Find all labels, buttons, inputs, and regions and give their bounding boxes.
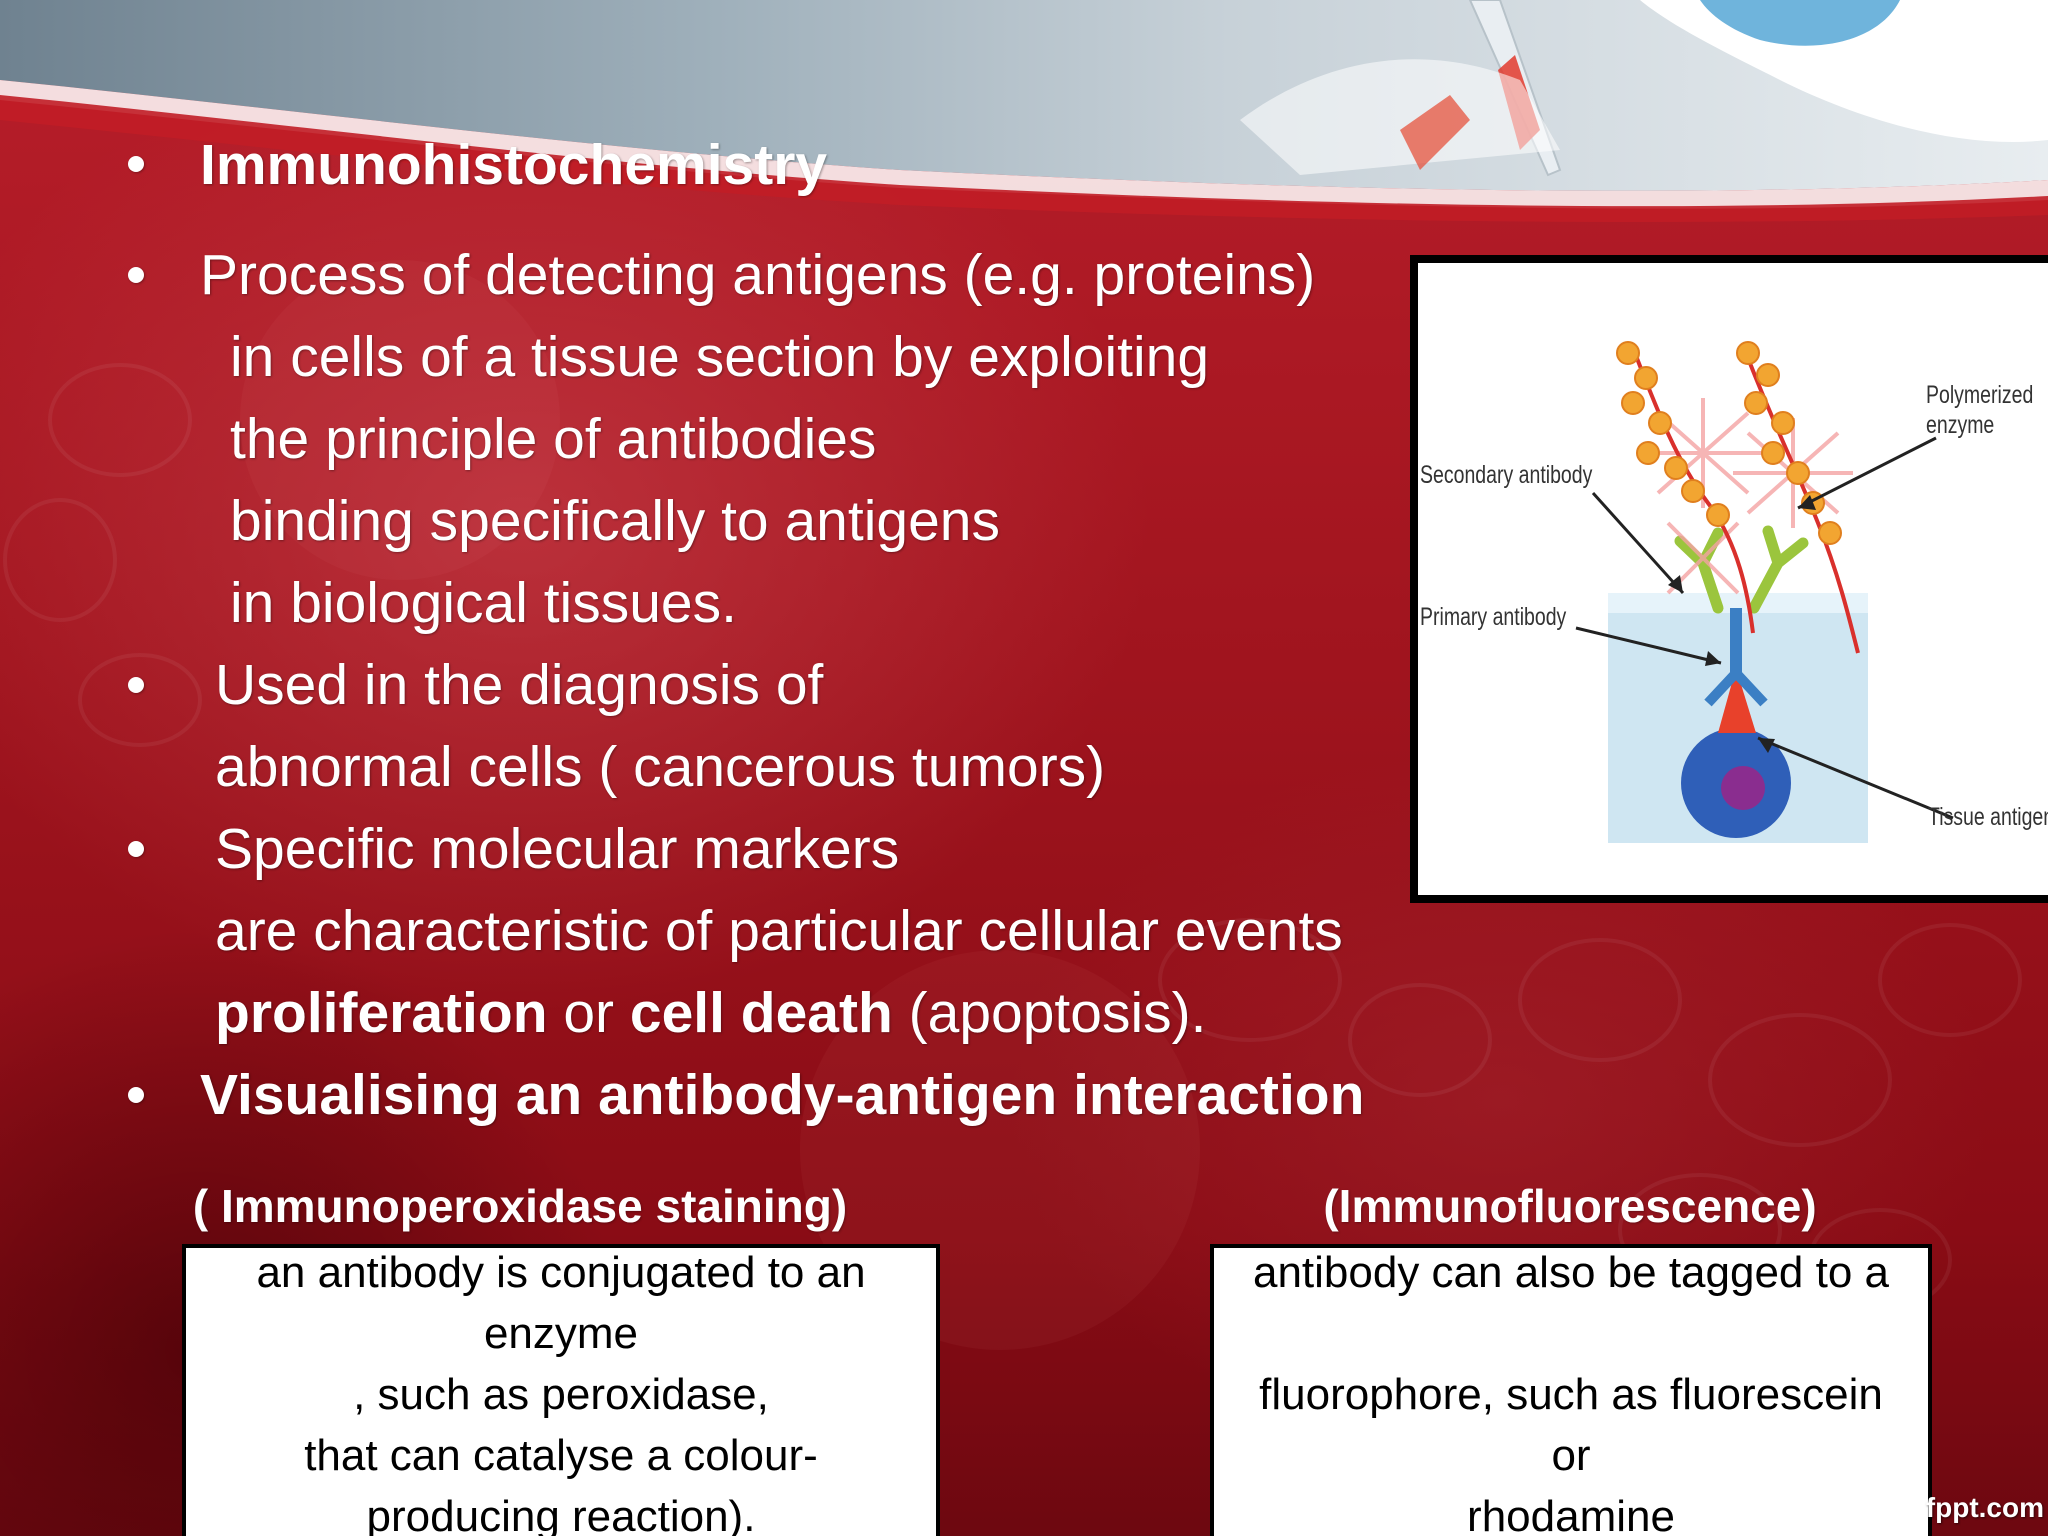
box-line: fluorophore, such as fluorescein bbox=[1259, 1370, 1883, 1419]
connector-text: or bbox=[547, 981, 630, 1045]
bullet-line: Specific molecular markers bbox=[215, 817, 900, 881]
bullet-dot bbox=[128, 267, 144, 283]
label-tissue-antigen: Tissue antigen bbox=[1928, 803, 2048, 831]
label-primary-antibody: Primary antibody bbox=[1420, 603, 1567, 631]
bullet-line: in biological tissues. bbox=[230, 571, 737, 635]
leader-primary bbox=[1575, 626, 1722, 665]
ihc-diagram-illustration bbox=[1575, 341, 1954, 843]
immunoperoxidase-title: ( Immunoperoxidase staining) bbox=[192, 1180, 848, 1232]
label-enzyme: enzyme bbox=[1926, 411, 1995, 439]
header-lab-photo bbox=[0, 0, 2048, 223]
slide-title: Immunohistochemistry bbox=[200, 133, 828, 197]
bullet-heading: Visualising an antibody-antigen interact… bbox=[200, 1063, 1365, 1127]
box-line: enzyme bbox=[483, 1309, 639, 1358]
bullet-dot bbox=[128, 1087, 144, 1103]
label-polymerized: Polymerized bbox=[1926, 381, 2034, 409]
box-line: that can catalyse a colour- bbox=[304, 1431, 818, 1480]
box-line: , such as peroxidase, bbox=[353, 1370, 769, 1419]
term-cell-death: cell death bbox=[629, 981, 893, 1045]
bullet-line: binding specifically to antigens bbox=[230, 489, 1000, 553]
box-line: producing reaction). bbox=[366, 1492, 756, 1536]
bullet-dot bbox=[128, 841, 144, 857]
ihc-diagram: Polymerized enzyme Secondary antibody Pr… bbox=[1418, 263, 2048, 895]
immunofluorescence-box: antibody can also be tagged to a fluorop… bbox=[1210, 1244, 1932, 1536]
secondary-antibody bbox=[1748, 525, 1809, 614]
leader-tissue bbox=[1757, 736, 1954, 820]
bullet-line: Process of detecting antigens (e.g. prot… bbox=[200, 243, 1316, 307]
term-proliferation: proliferation bbox=[215, 981, 548, 1045]
bullet-line: the principle of antibodies bbox=[230, 407, 877, 471]
leader-secondary bbox=[1591, 491, 1685, 595]
box-line-blank bbox=[1214, 1303, 1928, 1364]
box-line: an antibody is conjugated to an bbox=[256, 1248, 866, 1297]
immunofluorescence-title: (Immunofluorescence) bbox=[1323, 1180, 1817, 1232]
box-line: or bbox=[1551, 1431, 1591, 1480]
primary-antibody bbox=[1704, 669, 1768, 707]
label-secondary-antibody: Secondary antibody bbox=[1420, 461, 1593, 489]
polymer-strand bbox=[1746, 357, 1860, 654]
apoptosis-text: (apoptosis). bbox=[892, 981, 1207, 1045]
bullet-line: in cells of a tissue section by exploiti… bbox=[230, 325, 1210, 389]
bullet-line: are characteristic of particular cellula… bbox=[215, 899, 1343, 963]
bullet-dot bbox=[128, 677, 144, 693]
polymer-strand bbox=[1631, 347, 1755, 634]
immunoperoxidase-box: an antibody is conjugated to an enzyme ,… bbox=[182, 1244, 940, 1536]
box-line: rhodamine bbox=[1467, 1492, 1675, 1536]
ihc-diagram-figure: Polymerized enzyme Secondary antibody Pr… bbox=[1410, 255, 2048, 903]
polymerized-enzyme-beads bbox=[1616, 341, 1842, 545]
bullet-dot bbox=[128, 156, 144, 172]
antigen-epitope bbox=[1718, 668, 1756, 733]
bullet-line: Used in the diagnosis of bbox=[215, 653, 824, 717]
box-line: antibody can also be tagged to a bbox=[1252, 1248, 1890, 1297]
bullet-line-mixed: proliferation or cell death (apoptosis). bbox=[215, 978, 1206, 1048]
leader-enzyme bbox=[1797, 436, 1937, 510]
bullet-line: abnormal cells ( cancerous tumors) bbox=[215, 735, 1106, 799]
fppt-logo: fppt.com bbox=[1925, 1492, 2044, 1523]
